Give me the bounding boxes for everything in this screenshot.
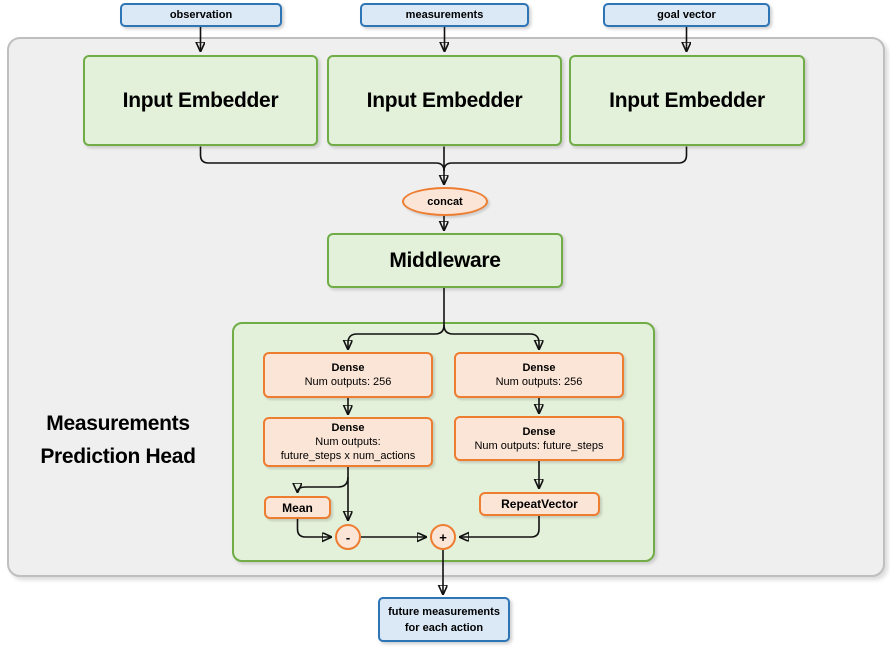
embedder-box-3: Input Embedder [569, 55, 805, 146]
dense-right-1-detail: Num outputs: 256 [495, 376, 583, 388]
input-box-goal-vector: goal vector [603, 3, 770, 27]
dense-left-1: Dense Num outputs: 256 [263, 352, 433, 398]
dense-right-2-title: Dense [522, 425, 556, 438]
dense-right-1-title: Dense [522, 362, 556, 374]
prediction-head-title-line1: Measurements [46, 412, 190, 435]
embedder-label-3: Input Embedder [609, 88, 765, 112]
output-box: future measurements for each action [378, 597, 510, 642]
middleware-box: Middleware [327, 233, 563, 288]
middleware-label: Middleware [389, 248, 501, 272]
dense-right-2-detail: Num outputs: future_steps [474, 439, 604, 452]
output-label-line2: for each action [404, 621, 484, 634]
output-label-line1: future measurements [388, 605, 500, 618]
add-label: + [439, 529, 447, 545]
input-box-measurements: measurements [360, 3, 529, 27]
dense-left-2-detail-line2: future_steps x num_actions [280, 450, 416, 462]
input-label-goal-vector: goal vector [657, 9, 716, 21]
mean-label: Mean [282, 500, 313, 515]
prediction-head-title-line2: Prediction Head [40, 445, 196, 468]
mean-box: Mean [264, 496, 331, 519]
dense-right-2: Dense Num outputs: future_steps [454, 416, 624, 461]
subtract-node: - [335, 524, 361, 550]
subtract-label: - [345, 529, 351, 545]
dense-left-2: Dense Num outputs: future_steps x num_ac… [263, 417, 433, 467]
add-node: + [430, 524, 456, 550]
input-label-measurements: measurements [405, 9, 484, 21]
embedder-label-2: Input Embedder [366, 88, 523, 112]
dense-left-2-title: Dense [331, 422, 365, 434]
input-label-observation: observation [169, 9, 233, 21]
embedder-box-2: Input Embedder [327, 55, 562, 146]
dense-left-1-detail: Num outputs: 256 [304, 376, 392, 388]
embedder-box-1: Input Embedder [83, 55, 318, 146]
repeat-vector-box: RepeatVector [479, 492, 600, 516]
input-box-observation: observation [120, 3, 282, 27]
dense-left-2-detail-line1: Num outputs: [315, 436, 381, 448]
dense-right-1: Dense Num outputs: 256 [454, 352, 624, 398]
repeat-vector-label: RepeatVector [501, 497, 578, 511]
embedder-label-1: Input Embedder [122, 88, 279, 112]
concat-node: concat [402, 187, 488, 216]
dense-left-1-title: Dense [331, 362, 365, 374]
concat-label: concat [427, 195, 463, 208]
prediction-head-title: Measurements Prediction Head [12, 407, 224, 473]
